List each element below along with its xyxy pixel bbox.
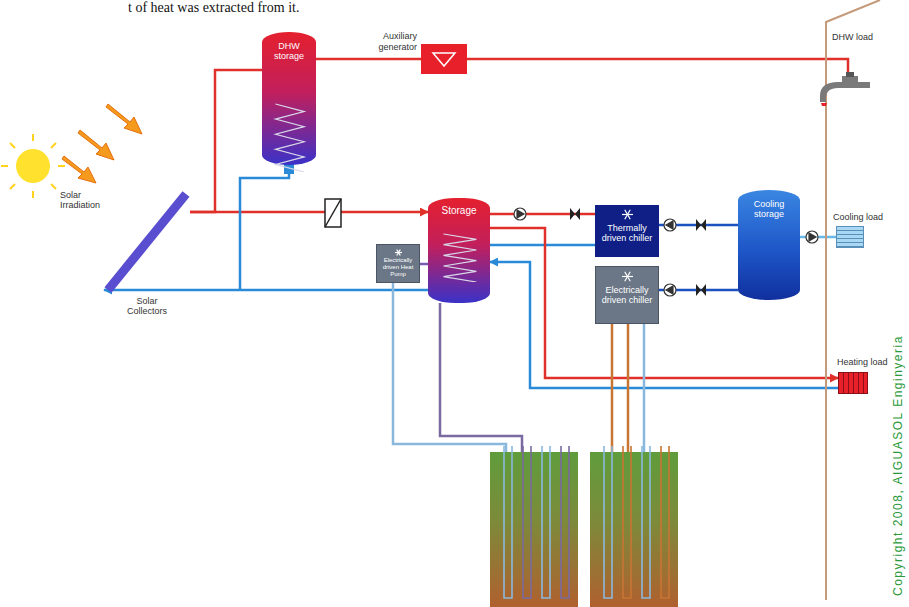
pipe-connector bbox=[190, 70, 262, 212]
sun-symbol bbox=[1, 134, 65, 198]
pipe-connector bbox=[190, 211, 428, 214]
node-heading: Auxiliary generator bbox=[371, 31, 417, 52]
tap-symbol bbox=[818, 72, 878, 106]
node-heading: Cooling load bbox=[833, 212, 883, 222]
copyright-watermark: Copyright 2008, AIGUASOL Enginyeria bbox=[891, 335, 905, 596]
heating-load: Heating load bbox=[838, 372, 868, 394]
storage-tank: Cooling storage bbox=[738, 190, 800, 300]
node-text: Electrically driven chiller bbox=[598, 285, 656, 306]
node-heading: Heating load bbox=[837, 357, 888, 367]
irradiation-label: Solar Irradiation bbox=[60, 190, 110, 211]
storage-tank: DHW storage bbox=[262, 32, 316, 165]
cooling-load: Cooling load bbox=[836, 226, 864, 248]
heat-exchanger bbox=[325, 199, 341, 227]
irradiation-arrows bbox=[62, 104, 142, 183]
snowflake-symbol bbox=[621, 208, 634, 221]
pipe-connector bbox=[420, 263, 428, 266]
heat-pump-box: Electrically driven Heat Pump bbox=[376, 244, 420, 283]
pipe-connector bbox=[104, 289, 428, 292]
node-text: Electrically driven Heat Pump bbox=[379, 257, 417, 278]
house-outline bbox=[826, 0, 880, 600]
tap-load: DHW load bbox=[818, 72, 878, 106]
snowflake-symbol bbox=[394, 248, 403, 257]
node-text: DHW storage bbox=[265, 41, 313, 62]
heater-symbol bbox=[421, 44, 467, 74]
pipe-connector bbox=[490, 244, 595, 247]
snowflake-symbol bbox=[621, 270, 634, 283]
return-pipe bbox=[240, 165, 289, 290]
node-text: Thermally driven chiller bbox=[597, 223, 657, 244]
chiller-box: Thermally driven chiller bbox=[595, 205, 659, 257]
node-text: Storage bbox=[431, 205, 487, 217]
body-text: t of heat was extracted from it. bbox=[128, 0, 299, 16]
auxiliary-heater: Auxiliary generator bbox=[421, 44, 467, 74]
borehole-tubes bbox=[504, 446, 669, 598]
pipe-connector bbox=[316, 58, 421, 61]
chiller-box: Electrically driven chiller bbox=[595, 266, 659, 324]
collector-panel bbox=[104, 190, 190, 294]
node-text: Solar Collectors bbox=[119, 296, 175, 317]
solar-collector: Solar Collectors bbox=[104, 190, 190, 324]
node-text: Cooling storage bbox=[741, 199, 797, 220]
storage-tank: Storage bbox=[428, 198, 490, 303]
node-heading: DHW load bbox=[832, 32, 873, 42]
pipe-connector bbox=[467, 59, 848, 72]
